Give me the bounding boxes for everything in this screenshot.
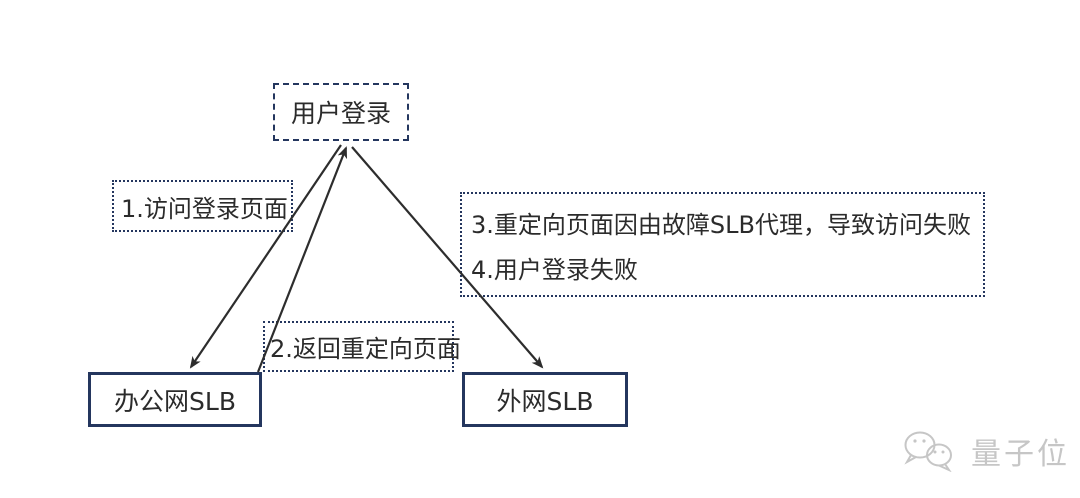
node-user-login-label: 用户登录 — [290, 99, 391, 128]
node-office-slb: 办公网SLB — [88, 372, 262, 427]
node-user-login: 用户登录 — [273, 83, 409, 141]
annotation-step3-label: 3.重定向页面因由故障SLB代理，导致访问失败 — [471, 210, 971, 239]
node-external-slb-label: 外网SLB — [496, 386, 594, 416]
annotation-step2: 2.返回重定向页面 — [263, 321, 461, 372]
annotation-step1-label: 1.访问登录页面 — [121, 194, 288, 223]
node-external-slb: 外网SLB — [462, 372, 628, 427]
node-office-slb-label: 办公网SLB — [114, 386, 236, 416]
annotation-step3-4: 3.重定向页面因由故障SLB代理，导致访问失败 4.用户登录失败 — [460, 192, 985, 297]
watermark-label: 量子位 — [971, 437, 1070, 472]
annotation-step1: 1.访问登录页面 — [112, 180, 293, 232]
wechat-bubbles-icon — [904, 431, 952, 472]
annotation-step2-label: 2.返回重定向页面 — [270, 335, 461, 363]
annotation-step4-label: 4.用户登录失败 — [471, 255, 638, 284]
watermark: 量子位 — [903, 428, 1070, 474]
